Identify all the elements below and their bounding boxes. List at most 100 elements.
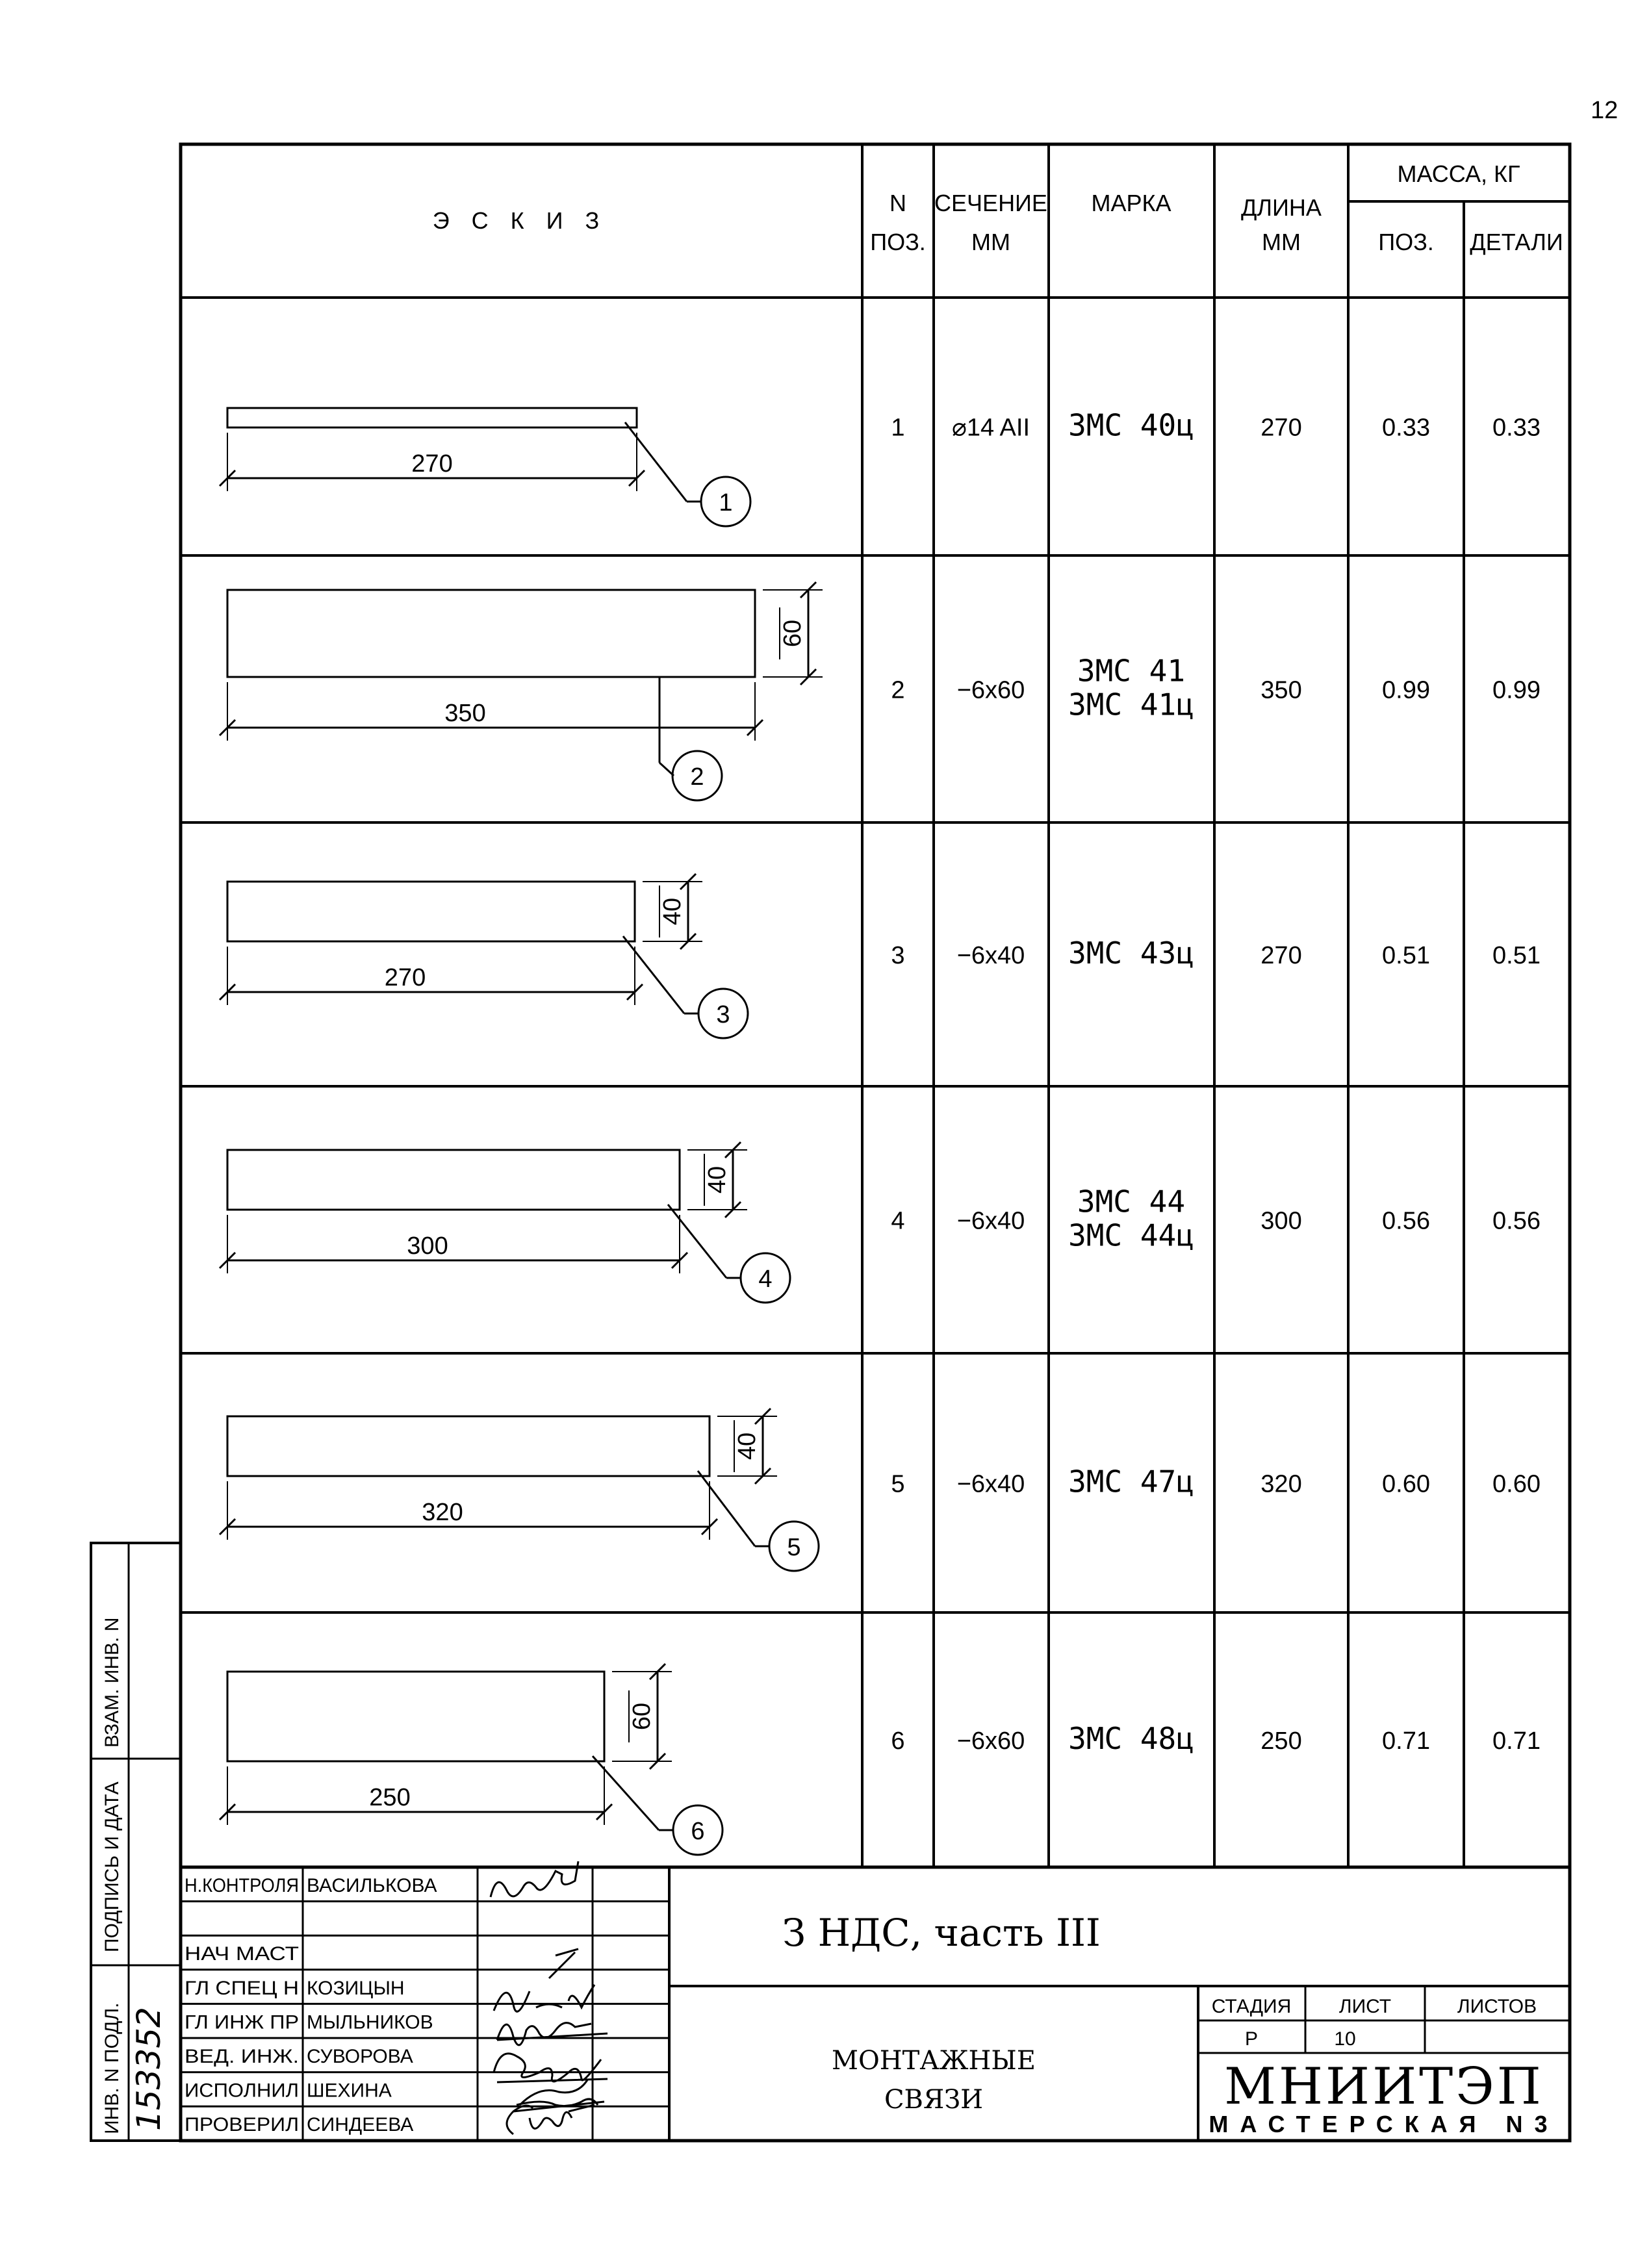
dimension-length: 300 [407, 1232, 448, 1260]
position-balloon-label: 5 [787, 1534, 800, 1561]
row-pos: 3 [891, 942, 904, 969]
row-mass-pos: 0.99 [1382, 677, 1430, 704]
row-pos: 4 [891, 1208, 904, 1235]
position-balloon [672, 1804, 724, 1856]
leader-line [667, 1204, 728, 1279]
header-sketch: Э С К И З [433, 207, 607, 234]
side-inv-podl: ИНВ. N ПОДЛ. [101, 2003, 123, 2135]
workshop-name: МАСТЕРСКАЯ N3 [1209, 2111, 1559, 2137]
tick-mark [218, 1518, 237, 1536]
header-length: ДЛИНА [1241, 194, 1322, 221]
position-balloon [697, 987, 749, 1039]
signature-shekhina [513, 2078, 605, 2113]
dimension-height: 40 [734, 1433, 761, 1460]
role-label: НАЧ МАСТ [185, 1943, 299, 1965]
drawing-name-2: СВЯЗИ [884, 2085, 983, 2115]
tick-mark [746, 719, 764, 737]
title-block-role-lines [181, 1900, 669, 2108]
position-balloon [700, 476, 752, 528]
row-section: −6x40 [957, 1471, 1025, 1498]
row-mark: ЗМС 41 [1077, 654, 1185, 689]
tick-mark [218, 983, 237, 1001]
position-balloon-label: 3 [716, 1001, 730, 1028]
stage-value: Р [1245, 2028, 1258, 2050]
role-label: Н.КОНТРОЛЯ [185, 1875, 299, 1896]
table-header: Э С К И З N ПОЗ. СЕЧЕНИЕ ММ МАРКА ДЛИНА … [433, 160, 1563, 255]
sheet-value: 10 [1334, 2028, 1355, 2050]
tick-mark [595, 1803, 613, 1821]
sheets-label: ЛИСТОВ [1457, 1996, 1537, 2017]
role-name: ВАСИЛЬКОВА [307, 1875, 437, 1896]
row-mass-pos: 0.56 [1382, 1208, 1430, 1235]
leader-line [624, 422, 688, 502]
row-mass-detail: 0.99 [1492, 677, 1541, 704]
tick-mark [218, 1251, 237, 1269]
tick-mark [671, 1251, 689, 1269]
row-mark: ЗМС 47ц [1068, 1464, 1194, 1499]
tick-mark [679, 873, 697, 891]
header-section: СЕЧЕНИЕ [934, 190, 1047, 216]
header-pos-no-2: ПОЗ. [870, 229, 926, 255]
tick-mark [700, 1518, 719, 1536]
position-balloon [768, 1520, 820, 1572]
position-balloon-label: 4 [758, 1266, 772, 1293]
role-label: ВЕД. ИНЖ. [185, 2046, 299, 2067]
tick-mark [679, 932, 697, 950]
part-outline [226, 1670, 606, 1763]
row-pos: 1 [891, 414, 904, 442]
leader-line [697, 1470, 756, 1547]
project-title: З НДС, часть III [782, 1911, 1101, 1955]
leader-line [622, 936, 685, 1014]
row-mark: ЗМС 41ц [1068, 687, 1194, 722]
side-vzam-inv: ВЗАМ. ИНВ. N [101, 1618, 123, 1748]
row-mass-pos: 0.60 [1382, 1471, 1430, 1498]
role-label: ГЛ ИНЖ ПР [185, 2011, 299, 2033]
side-podpis-data: ПОДПИСЬ И ДАТА [101, 1781, 123, 1952]
row-pos: 5 [891, 1471, 904, 1498]
tick-mark [626, 983, 644, 1001]
row-mass-detail: 0.71 [1492, 1727, 1541, 1755]
tick-mark [218, 469, 237, 487]
leader-line [658, 761, 675, 777]
header-pos-no: N [889, 190, 906, 216]
row-section: −6x40 [957, 942, 1025, 969]
tick-mark [754, 1407, 772, 1425]
part-outline [226, 589, 756, 678]
dimension-length: 320 [422, 1499, 463, 1526]
sketch-part: 270 40 3 [218, 873, 749, 1039]
organization-name: МНИИТЭП [1224, 2058, 1544, 2116]
tick-mark [218, 719, 237, 737]
row-length: 300 [1261, 1208, 1301, 1235]
sheet-label: ЛИСТ [1339, 1996, 1391, 2017]
part-outline [226, 1415, 711, 1477]
part-outline [226, 1149, 681, 1211]
tick-mark [218, 1803, 237, 1821]
row-length: 350 [1261, 677, 1301, 704]
row-mark: ЗМС 40ц [1068, 408, 1194, 443]
dimension-length: 270 [385, 964, 426, 991]
signature-vasilkova [489, 1861, 580, 1898]
signature-sindeeva [506, 2104, 595, 2135]
row-mass-detail: 0.56 [1492, 1208, 1541, 1235]
dimension-length: 250 [369, 1784, 410, 1811]
dimension-length: 350 [444, 700, 485, 727]
header-mass-detail: ДЕТАЛИ [1470, 229, 1563, 255]
row-pos: 6 [891, 1727, 904, 1755]
part-outline [226, 407, 638, 429]
role-label: ИСПОЛНИЛ [185, 2080, 299, 2102]
row-length: 270 [1261, 414, 1301, 442]
sketch-part: 320 40 5 [218, 1407, 820, 1572]
position-balloon [671, 750, 723, 802]
row-length: 250 [1261, 1727, 1301, 1755]
row-mass-pos: 0.51 [1382, 942, 1430, 969]
tick-mark [648, 1752, 667, 1770]
tick-mark [799, 581, 817, 599]
role-name: ШЕХИНА [307, 2080, 392, 2102]
tick-mark [648, 1663, 667, 1681]
dimension-height: 40 [659, 898, 686, 925]
